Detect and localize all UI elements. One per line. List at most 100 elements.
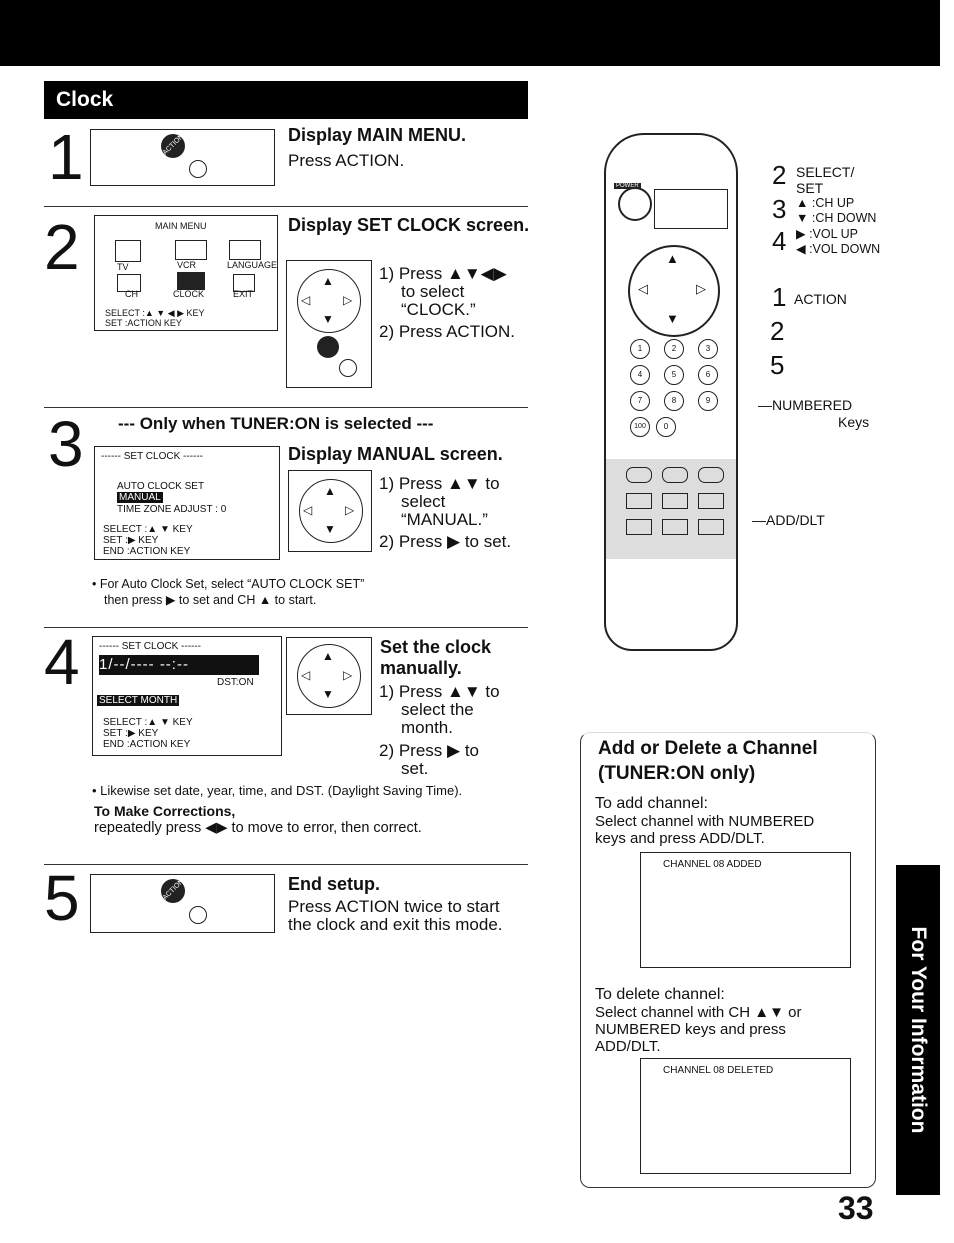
exit-icon — [233, 274, 255, 292]
step-4-line4: 2) Press ▶ to — [379, 741, 479, 760]
remote-display-window — [654, 189, 728, 229]
osd-time-zone: TIME ZONE ADJUST : 0 — [117, 504, 227, 515]
osd-set-hint: SET :▶ KEY — [103, 535, 159, 546]
osd-item-exit: EXIT — [233, 289, 254, 299]
step-1-number: 1 — [48, 121, 84, 193]
callout-set: SET — [796, 180, 824, 196]
osd-title: MAIN MENU — [155, 221, 207, 231]
ffwd-button — [698, 467, 724, 483]
callout-select-set: SELECT/ — [796, 164, 855, 180]
step-3-line4: 2) Press ▶ to set. — [379, 532, 512, 551]
remote-transport-area — [606, 459, 736, 559]
stop-button — [662, 493, 688, 509]
step-3-line3: “MANUAL.” — [401, 510, 488, 529]
step-3-heading: Display MANUAL screen. — [288, 444, 503, 464]
note-auto-clock-1: • For Auto Clock Set, select “AUTO CLOCK… — [92, 577, 365, 591]
callout-4-num: 4 — [772, 226, 787, 256]
add-channel-heading: To add channel: — [595, 795, 708, 812]
corrections-text: repeatedly press ◀▶ to move to error, th… — [94, 820, 422, 836]
key-5: 5 — [664, 365, 684, 385]
callout-action: ACTION — [794, 291, 847, 307]
step-4-number: 4 — [44, 626, 80, 698]
callout-5-num: 5 — [770, 350, 785, 380]
delete-channel-text-3: ADD/DLT. — [595, 1038, 661, 1055]
step-3-number: 3 — [48, 408, 84, 480]
osd-set-hint: SET :▶ KEY — [103, 728, 159, 739]
step-2-remote-inset: ▲ ▼ ◁ ▷ — [286, 260, 372, 388]
osd-set-hint: SET :ACTION KEY — [105, 318, 182, 328]
key-3: 3 — [698, 339, 718, 359]
add-channel-text-2: keys and press ADD/DLT. — [595, 830, 765, 847]
step-5-number: 5 — [44, 862, 80, 934]
dpad-icon: ▲ ▼ ◁ ▷ — [297, 644, 361, 708]
remote-button — [662, 519, 688, 535]
key-1: 1 — [630, 339, 650, 359]
side-tab-label: For Your Information — [907, 926, 930, 1134]
key-0: 0 — [656, 417, 676, 437]
finger-press-icon — [189, 906, 207, 924]
key-6: 6 — [698, 365, 718, 385]
divider — [44, 206, 528, 207]
add-dlt-button — [698, 519, 724, 535]
step-5-screen: ACTION — [90, 874, 275, 933]
play-button — [662, 467, 688, 483]
clock-icon — [177, 272, 205, 290]
channel-box-title-2: (TUNER:ON only) — [598, 763, 756, 784]
ch-icon — [117, 274, 141, 292]
vcr-icon — [175, 240, 207, 260]
pause-button — [626, 493, 652, 509]
rec-button — [698, 493, 724, 509]
step-2-line3: “CLOCK.” — [401, 300, 476, 319]
dpad-right-icon: ▷ — [343, 668, 353, 682]
key-9: 9 — [698, 391, 718, 411]
callout-2b-num: 2 — [770, 316, 785, 346]
osd-manual-selected: MANUAL — [117, 492, 163, 503]
step-2-line4: 2) Press ACTION. — [379, 322, 516, 341]
step-3-line1: 1) Press ▲▼ to — [379, 474, 500, 493]
channel-added-screen: CHANNEL 08 ADDED — [640, 852, 851, 968]
section-title: Clock — [44, 81, 528, 119]
callout-keys: Keys — [838, 414, 870, 430]
step-4-line2: select the — [401, 700, 474, 719]
channel-added-text: CHANNEL 08 ADDED — [663, 859, 762, 870]
remote-dpad: ▲ ▼ ◁ ▷ — [628, 245, 720, 337]
dpad-left-icon: ◁ — [303, 503, 313, 517]
callout-add-dlt: —ADD/DLT — [752, 512, 825, 528]
key-7: 7 — [630, 391, 650, 411]
callout-2-num: 2 — [772, 160, 787, 190]
osd-item-language: LANGUAGE — [227, 260, 278, 270]
dpad-down-icon: ▼ — [322, 687, 334, 701]
channel-box-title-1: Add or Delete a Channel — [598, 738, 818, 759]
osd-select-hint: SELECT :▲ ▼ KEY — [103, 524, 193, 535]
step-3-osd-set-clock: ------ SET CLOCK ------ AUTO CLOCK SET M… — [94, 446, 280, 560]
corrections-heading: To Make Corrections, — [94, 803, 236, 819]
side-tab: For Your Information — [896, 865, 940, 1195]
dpad-up-icon: ▲ — [666, 251, 679, 266]
callout-numbered: —NUMBERED — [758, 397, 853, 413]
key-4: 4 — [630, 365, 650, 385]
dpad-up-icon: ▲ — [322, 274, 334, 288]
dpad-down-icon: ▼ — [666, 311, 679, 326]
osd-title: ------ SET CLOCK ------ — [101, 451, 204, 462]
remote-numpad: 1 2 3 4 5 6 7 8 9 100 0 — [626, 335, 722, 437]
dpad-icon: ▲ ▼ ◁ ▷ — [299, 479, 363, 543]
osd-select-hint: SELECT :▲ ▼ KEY — [103, 717, 193, 728]
tv-icon — [115, 240, 141, 262]
language-icon — [229, 240, 261, 260]
osd-select-hint: SELECT :▲ ▼ ◀ ▶ KEY — [105, 308, 205, 318]
step-2-heading: Display SET CLOCK screen. — [288, 215, 530, 235]
top-black-bar — [0, 0, 940, 66]
dpad-right-icon: ▷ — [696, 281, 706, 296]
divider — [44, 407, 528, 408]
channel-deleted-screen: CHANNEL 08 DELETED — [640, 1058, 851, 1174]
step-5-line1: Press ACTION twice to start — [288, 897, 500, 916]
dpad-left-icon: ◁ — [638, 281, 648, 296]
step-4-line3: month. — [401, 718, 453, 737]
step-2-number: 2 — [44, 211, 80, 283]
step-3-remote-inset: ▲ ▼ ◁ ▷ — [288, 470, 372, 552]
dpad-right-icon: ▷ — [343, 293, 353, 307]
osd-auto-clock: AUTO CLOCK SET — [117, 481, 205, 492]
add-delete-channel-box — [580, 732, 876, 1188]
key-8: 8 — [664, 391, 684, 411]
step-1-text: Press ACTION. — [288, 151, 405, 170]
